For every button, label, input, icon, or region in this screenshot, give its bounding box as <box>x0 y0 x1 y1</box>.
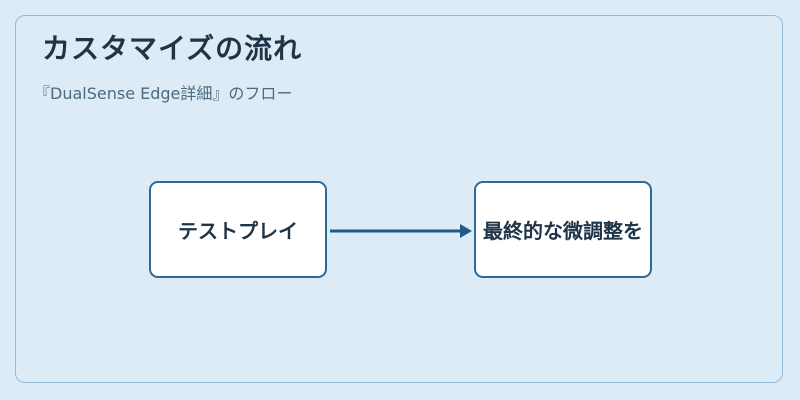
diagram-panel <box>15 15 783 383</box>
diagram-title: カスタマイズの流れ <box>42 32 303 65</box>
diagram-subtitle: 『DualSense Edge詳細』のフロー <box>34 84 293 103</box>
flow-node-test-play: テストプレイ <box>149 181 327 278</box>
flow-arrow-head <box>460 224 472 238</box>
flow-node-final-adjustment: 最終的な微調整を <box>474 181 652 278</box>
